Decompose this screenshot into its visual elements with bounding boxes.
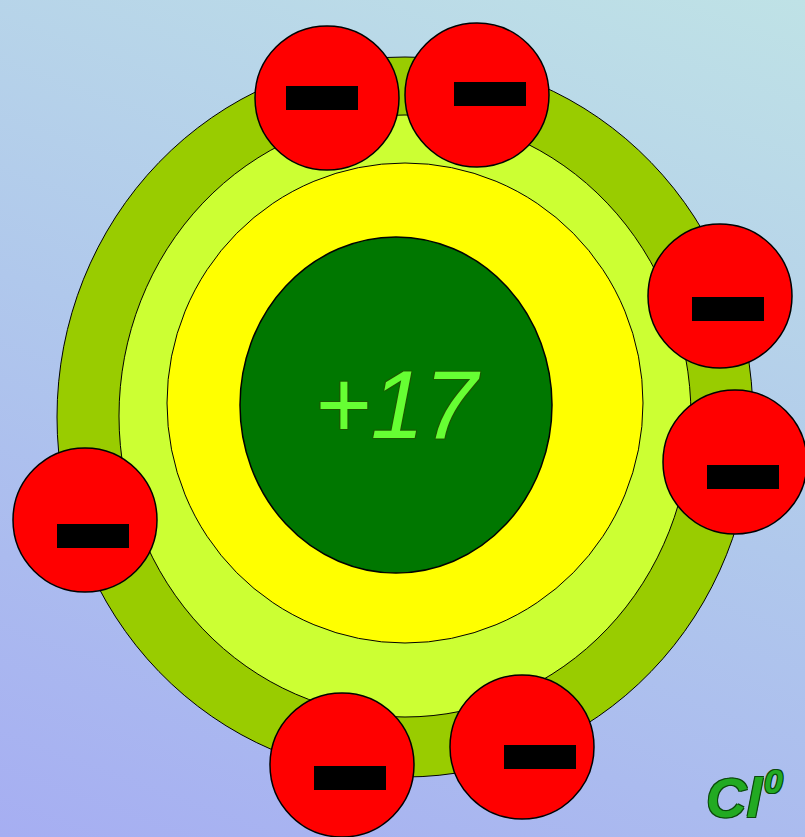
electron [255, 26, 399, 170]
outer-shell [57, 57, 753, 777]
nucleus: +17 [239, 236, 553, 574]
electron [270, 693, 414, 837]
electron [663, 390, 805, 534]
electron [405, 23, 549, 167]
electron [648, 224, 792, 368]
electrons [13, 23, 805, 837]
electron [13, 448, 157, 592]
charge-superscript: 0 [764, 764, 783, 798]
middle-shell [119, 115, 691, 717]
electron [450, 675, 594, 819]
element-symbol: Cl [706, 770, 762, 826]
inner-shell [167, 163, 643, 643]
nuclear-charge: +17 [315, 357, 478, 453]
